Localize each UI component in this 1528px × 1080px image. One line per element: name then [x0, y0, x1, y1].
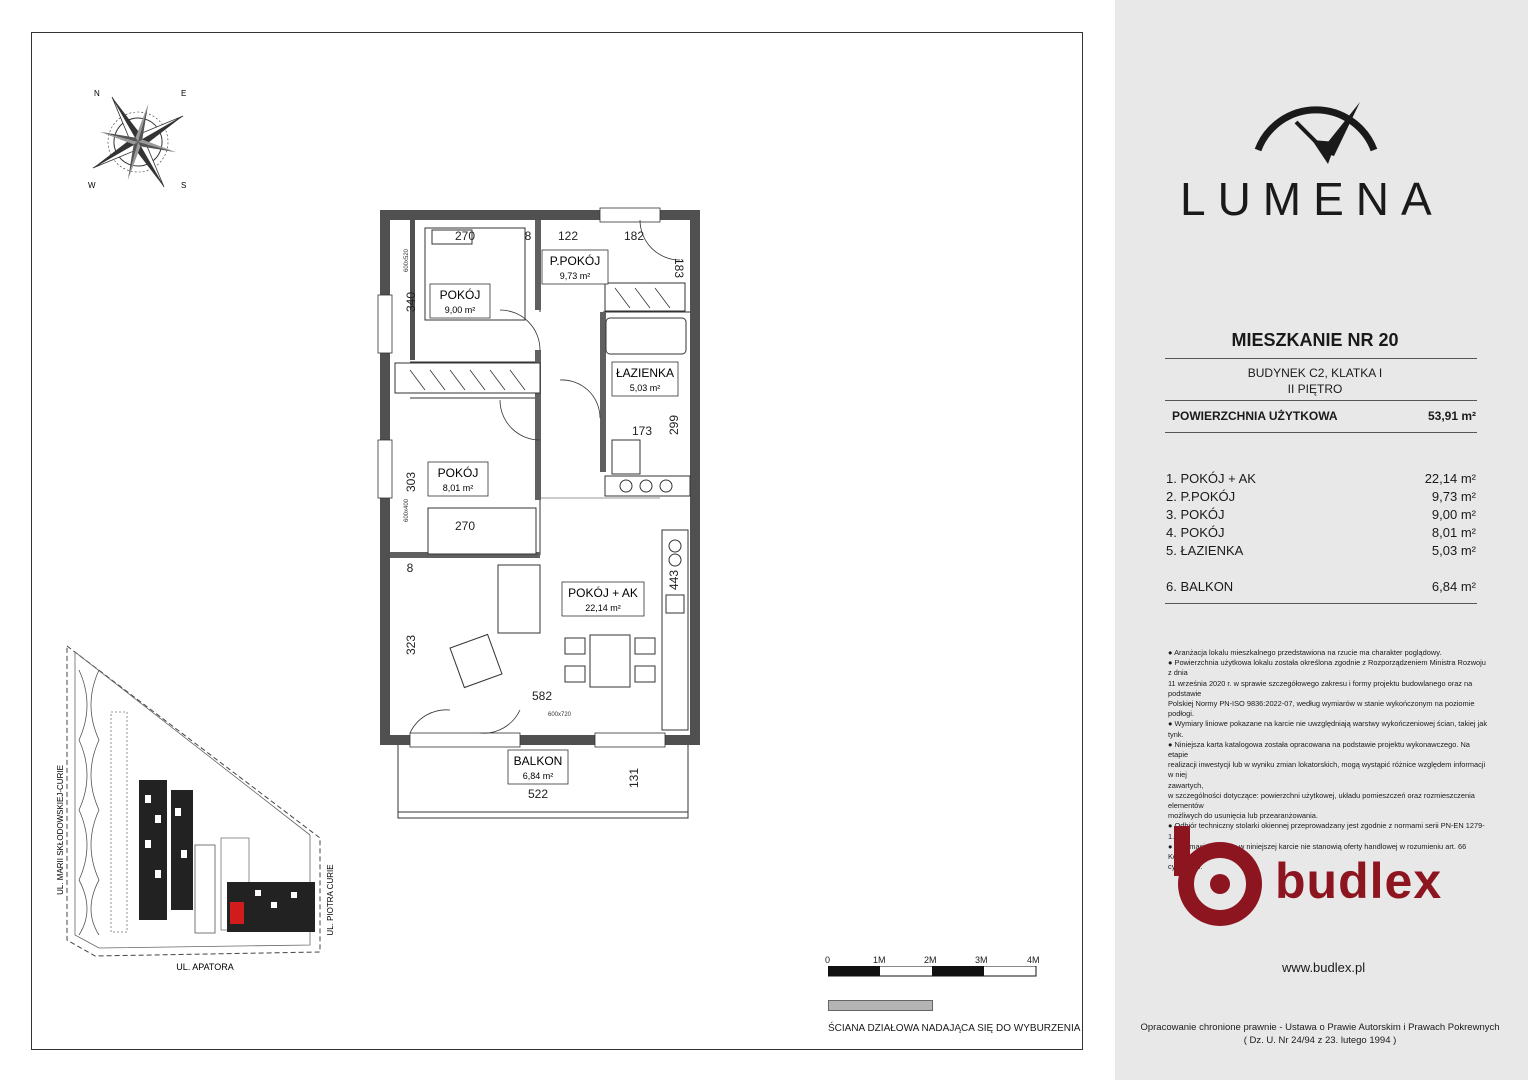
- street-bottom-label: UL. APATORA: [176, 962, 234, 972]
- dim-182: 182: [624, 229, 644, 243]
- note-line: ● Niniejsza karta katalogowa została opr…: [1168, 739, 1470, 760]
- scale-tick-2: 2M: [924, 955, 937, 965]
- dim-122: 122: [558, 229, 578, 243]
- floor-plan: POKÓJ 9,00 m² P.POKÓJ 9,73 m² ŁAZIENKA 5…: [377, 207, 700, 819]
- room-pokoj-a-name: POKÓJ: [440, 287, 481, 302]
- scale-tick-3: 3M: [975, 955, 988, 965]
- room-lazienka-area: 5,03 m²: [630, 383, 661, 393]
- room-list-value: 22,14 m²: [1424, 471, 1476, 486]
- room-list-value: 9,00 m²: [1431, 507, 1476, 522]
- apartment-highlight: [230, 902, 244, 924]
- apartment-floor: II PIĘTRO: [1287, 382, 1343, 396]
- brand-name: LUMENA: [1180, 173, 1444, 225]
- apartment-building: BUDYNEK C2, KLATKA I: [1247, 366, 1383, 380]
- budlex-logo-icon: [1174, 826, 1262, 926]
- room-pokoj-a-area: 9,00 m²: [445, 305, 476, 315]
- note-line: ● Aranżacja lokalu mieszkalnego przedsta…: [1168, 648, 1442, 657]
- note-line: ● Wymiary liniowe pokazane na karcie nie…: [1168, 719, 1488, 739]
- room-lazienka-name: ŁAZIENKA: [616, 366, 674, 380]
- note-line: zawartych,: [1168, 780, 1204, 790]
- usable-area-value: 53,91 m²: [1427, 409, 1476, 423]
- note-line: realizacji inwestycji lub w wyniku zmian…: [1168, 760, 1486, 780]
- room-pokoj-ak-area: 22,14 m²: [585, 603, 621, 613]
- room-pokoj-b-name: POKÓJ: [438, 465, 479, 480]
- dim-582: 582: [532, 689, 552, 703]
- site-map: UL. APATORA UL. MARII SKŁODOWSKIEJ-CURIE…: [56, 644, 335, 972]
- copyright-line2: ( Dz. U. Nr 24/94 z 23. lutego 1994 ): [1243, 1035, 1397, 1046]
- dim-270-mid: 270: [455, 519, 475, 533]
- dim-340: 340: [404, 292, 418, 312]
- window-label-1: 600x520: [404, 248, 410, 272]
- room-pokoj-ak-name: POKÓJ + AK: [568, 585, 638, 600]
- note-line: Polskiej Normy PN-ISO 9836:2022-07, wedł…: [1168, 699, 1475, 719]
- scale-legend: ŚCIANA DZIAŁOWA NADAJĄCA SIĘ DO WYBURZEN…: [828, 1023, 1081, 1034]
- compass-s: S: [181, 181, 186, 190]
- room-ppokoj-name: P.POKÓJ: [550, 253, 600, 268]
- demolition-wall-swatch: [828, 1000, 933, 1011]
- compass-e: E: [181, 89, 186, 98]
- usable-area-label: POWIERZCHNIA UŻYTKOWA: [1172, 409, 1338, 423]
- notes: ● Aranżacja lokalu mieszkalnego przedsta…: [1168, 648, 1488, 872]
- room-list-value: 6,84 m²: [1431, 579, 1476, 594]
- developer-url[interactable]: www.budlex.pl: [1282, 960, 1366, 975]
- scale-tick-1: 1M: [873, 955, 886, 965]
- window-label-2: 600x400: [404, 498, 410, 522]
- room-pokoj-b-area: 8,01 m²: [443, 483, 474, 493]
- note-line: możliwych do usunięcia lub przearanżowan…: [1168, 811, 1318, 821]
- compass-w: W: [88, 181, 96, 190]
- dim-183: 183: [672, 258, 686, 278]
- divider: [1165, 400, 1477, 401]
- dim-270-top: 270: [455, 229, 475, 243]
- dim-173: 173: [632, 424, 652, 438]
- room-list-label: 4. POKÓJ: [1166, 525, 1225, 540]
- apartment-title: MIESZKANIE NR 20: [1231, 330, 1399, 350]
- room-ppokoj-area: 9,73 m²: [560, 271, 591, 281]
- dim-299: 299: [667, 415, 681, 435]
- dim-131: 131: [627, 768, 641, 788]
- room-list-value: 8,01 m²: [1431, 525, 1476, 540]
- room-list-label: 5. ŁAZIENKA: [1166, 543, 1244, 558]
- room-list-value: 9,73 m²: [1431, 489, 1476, 504]
- dim-443: 443: [667, 570, 681, 590]
- street-left-label: UL. MARII SKŁODOWSKIEJ-CURIE: [56, 765, 65, 895]
- compass-rose-icon: N E S W: [88, 89, 186, 190]
- note-line: ● Powierzchnia użytkowa lokalu została o…: [1168, 658, 1486, 678]
- scale-tick-4: 4M: [1027, 955, 1040, 965]
- divider: [1165, 358, 1477, 359]
- plan-frame: [31, 32, 1083, 1050]
- note-line: ● Odbiór techniczny stolarki okiennej pr…: [1168, 821, 1485, 841]
- divider: [1165, 432, 1477, 433]
- room-list-label: 3. POKÓJ: [1166, 507, 1225, 522]
- window-label-3: 600x720: [548, 712, 572, 718]
- note-line: 11 września 2020 r. w sprawie szczegółow…: [1168, 678, 1473, 698]
- dim-522: 522: [528, 787, 548, 801]
- scale-tick-0: 0: [825, 955, 831, 965]
- dim-8-left: 8: [407, 561, 414, 575]
- room-balkon-area: 6,84 m²: [523, 771, 554, 781]
- room-balkon-name: BALKON: [514, 754, 563, 768]
- scale-bar: [828, 966, 1037, 977]
- copyright-line1: Opracowanie chronione prawnie - Ustawa o…: [1140, 1022, 1500, 1033]
- lumena-logo-icon: [1254, 102, 1378, 164]
- dim-323: 323: [404, 635, 418, 655]
- developer-name: budlex: [1275, 853, 1443, 909]
- compass-n: N: [94, 89, 100, 98]
- room-list-label: 2. P.POKÓJ: [1166, 489, 1236, 504]
- divider: [1165, 603, 1477, 604]
- street-right-label: UL. PIOTRA CURIE: [326, 864, 335, 935]
- room-list-label: 6. BALKON: [1166, 579, 1234, 594]
- note-line: w szczególności dotyczące: powierzchni u…: [1168, 790, 1475, 811]
- room-list-value: 5,03 m²: [1431, 543, 1476, 558]
- dim-303: 303: [404, 472, 418, 492]
- room-list-label: 1. POKÓJ + AK: [1166, 471, 1256, 486]
- dim-8-top: 8: [525, 229, 532, 243]
